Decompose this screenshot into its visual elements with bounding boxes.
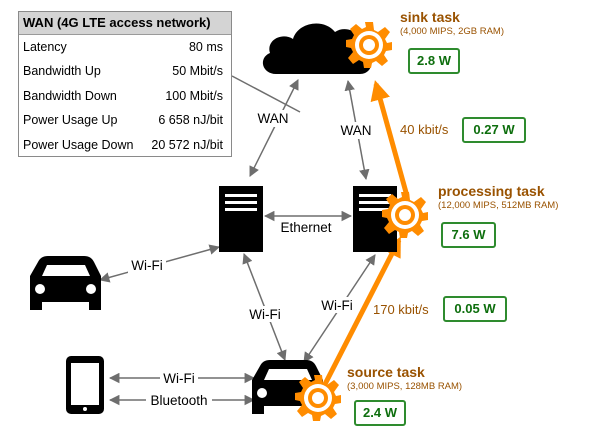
upper-flow-power-box: 0.27 W: [462, 117, 526, 143]
processing-task-spec: (12,000 MIPS, 512MB RAM): [438, 200, 559, 211]
source-task-gear-icon: [295, 375, 341, 421]
wifi-phone-label: Wi-Fi: [163, 371, 194, 386]
ethernet-label: Ethernet: [280, 220, 331, 235]
wan-row-bandwidth-down: Bandwidth Down 100 Mbit/s: [19, 84, 231, 108]
bluetooth-label: Bluetooth: [150, 393, 207, 408]
wan-row-label: Power Usage Down: [23, 137, 134, 152]
wan-row-label: Bandwidth Up: [23, 64, 101, 79]
wifi-car-label: Wi-Fi: [131, 258, 162, 273]
wan-row-value: 100 Mbit/s: [165, 88, 223, 103]
cloud-icon: [262, 23, 372, 74]
wan-link-left: [249, 79, 299, 177]
lower-flow-power-box: 0.05 W: [443, 296, 507, 322]
wan-right-label: WAN: [341, 123, 372, 138]
wan-row-value: 80 ms: [188, 40, 223, 54]
processing-task-gear-icon: [382, 192, 428, 238]
wifi-server-right-label: Wi-Fi: [321, 298, 352, 313]
processing-task-label: processing task (12,000 MIPS, 512MB RAM): [438, 183, 558, 211]
sink-task-name: sink task: [400, 9, 460, 25]
wan-left-label: WAN: [258, 111, 289, 126]
source-task-label: source task (3,000 MIPS, 128MB RAM): [347, 364, 462, 392]
server-left-icon: [219, 186, 263, 252]
wan-link-table: [231, 75, 301, 113]
wan-row-value: 20 572 nJ/bit: [151, 137, 223, 152]
sink-task-power-box: 2.8 W: [408, 48, 460, 74]
processing-task-power-box: 7.6 W: [441, 222, 496, 248]
link-labels: WAN WAN Ethernet Wi-Fi Wi-Fi Wi-Fi Wi-Fi…: [128, 110, 375, 408]
wan-row-value: 50 Mbit/s: [172, 64, 223, 79]
wan-row-label: Power Usage Up: [23, 113, 118, 128]
flow-arrow-source-to-processing: [319, 236, 402, 392]
source-task-spec: (3,000 MIPS, 128MB RAM): [347, 381, 463, 392]
wan-table-title: WAN (4G LTE access network): [19, 12, 231, 35]
wan-info-table: WAN (4G LTE access network) Latency 80 m…: [18, 11, 232, 157]
upper-flow-rate: 40 kbit/s: [400, 122, 449, 137]
processing-task-name: processing task: [438, 183, 545, 199]
wan-row-power-up: Power Usage Up 6 658 nJ/bit: [19, 108, 231, 132]
sink-task-gear-icon: [346, 22, 392, 68]
car-left-icon: [30, 256, 101, 310]
data-flow-arrows: [319, 80, 410, 392]
wan-row-label: Bandwidth Down: [23, 88, 117, 103]
wifi-server-left-label: Wi-Fi: [249, 307, 280, 322]
wan-row-label: Latency: [23, 40, 67, 54]
wan-row-power-down: Power Usage Down 20 572 nJ/bit: [19, 133, 231, 157]
phone-icon: [66, 356, 104, 414]
wan-row-latency: Latency 80 ms: [19, 35, 231, 59]
source-task-name: source task: [347, 364, 425, 380]
source-task-power-box: 2.4 W: [354, 400, 406, 426]
sink-task-label: sink task (4,000 MIPS, 2GB RAM): [400, 9, 504, 37]
sink-task-spec: (4,000 MIPS, 2GB RAM): [400, 26, 505, 37]
wan-row-value: 6 658 nJ/bit: [158, 113, 223, 128]
lower-flow-rate: 170 kbit/s: [373, 302, 429, 317]
flow-arrow-processing-to-sink: [370, 80, 410, 197]
wan-row-bandwidth-up: Bandwidth Up 50 Mbit/s: [19, 59, 231, 83]
